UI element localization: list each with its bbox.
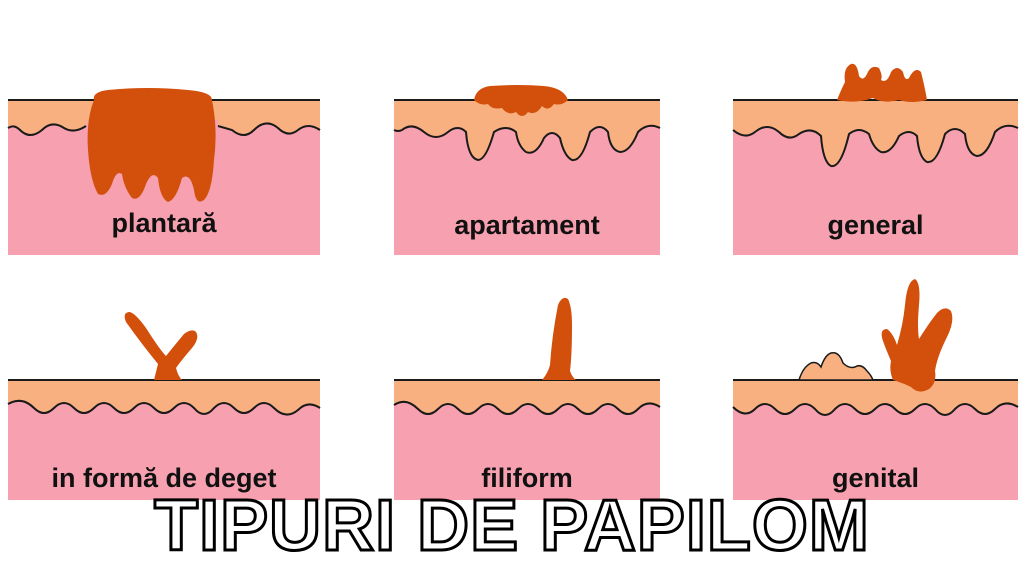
skin-illustration-apartament (393, 85, 661, 255)
label-general: general (827, 210, 924, 240)
panel-apartament: apartament (393, 60, 661, 255)
panel-genital: genital (732, 275, 1019, 520)
wart-apartament (474, 85, 568, 116)
wart-genital-fronds (881, 279, 953, 392)
label-plantara: plantară (111, 208, 217, 238)
skin-illustration-genital (732, 279, 1019, 500)
skin-illustration-deget (7, 312, 321, 500)
wart-genital-bumps (797, 351, 875, 381)
label-deget: in formă de deget (51, 463, 277, 493)
wart-general (837, 63, 927, 102)
panel-filiform: filiform (393, 295, 661, 520)
wart-filiform (542, 297, 576, 380)
label-apartament: apartament (454, 210, 600, 240)
label-filiform: filiform (481, 463, 573, 493)
skin-illustration-filiform (393, 297, 661, 500)
wart-plantara (87, 88, 216, 202)
wart-deget (124, 312, 198, 380)
skin-illustration-plantara (7, 88, 321, 255)
main-title: TIPURI DE PAPILOM (153, 486, 871, 566)
panel-general: general (732, 60, 1019, 255)
skin-illustration-general (732, 63, 1019, 255)
label-genital: genital (831, 463, 919, 493)
panel-plantara: plantară (7, 60, 321, 255)
panel-deget: in formă de deget (7, 300, 321, 520)
